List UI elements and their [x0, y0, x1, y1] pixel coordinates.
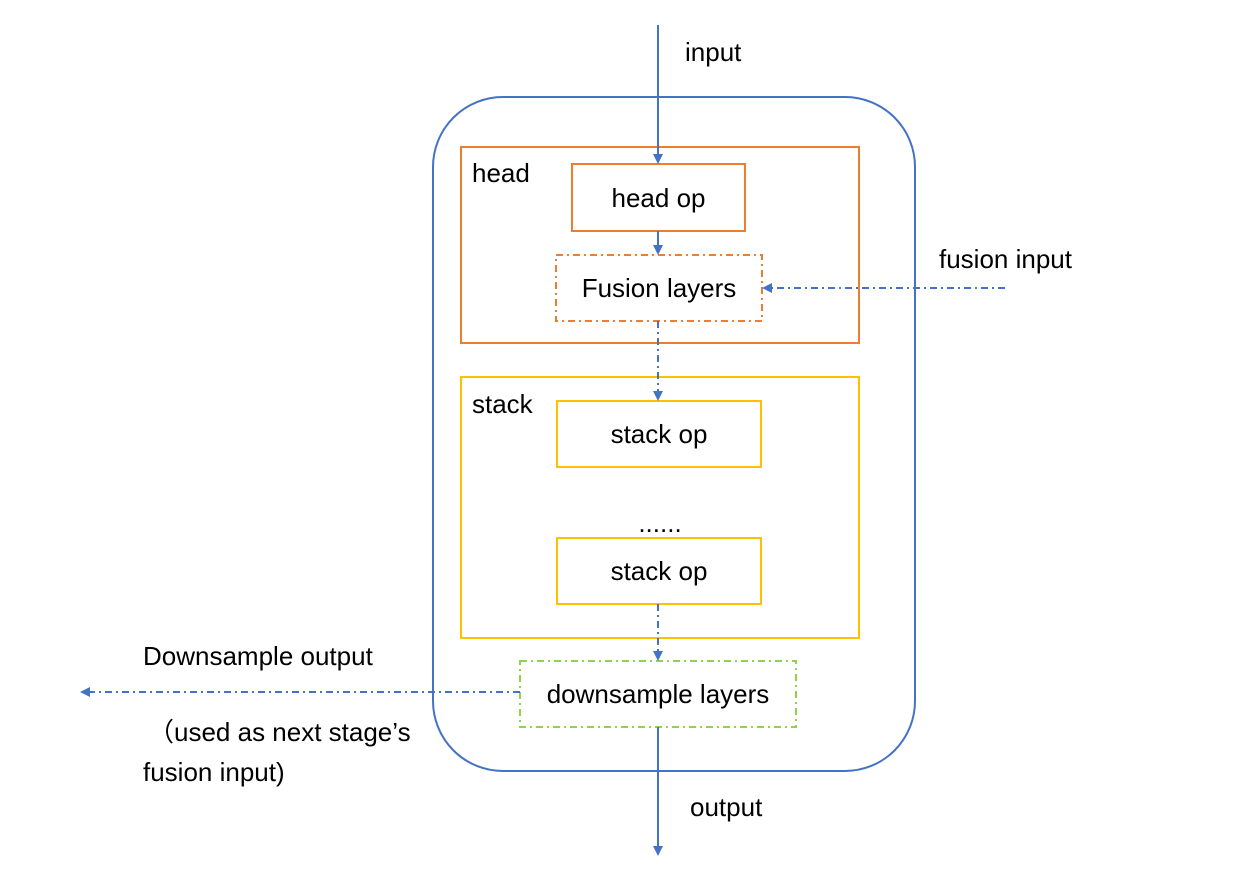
head-group-title: head [472, 158, 530, 188]
downsample-note-line2: fusion input) [143, 757, 285, 787]
stack-op-label-1: stack op [610, 419, 708, 449]
output-label: output [690, 792, 763, 822]
stack-ellipsis: ...... [638, 508, 682, 538]
head-op-label: head op [611, 183, 706, 213]
downsample-output-label: Downsample output [143, 641, 373, 671]
stage-container [432, 96, 916, 772]
fusion-layers-label: Fusion layers [581, 273, 737, 303]
head-group [460, 146, 860, 344]
input-label: input [685, 37, 742, 67]
fusion-input-label: fusion input [939, 244, 1072, 274]
stack-op-box-1 [556, 400, 762, 468]
downsample-note-line1: （used as next stage’s [148, 717, 411, 747]
stack-group-title: stack [472, 389, 533, 419]
stack-op-label-2: stack op [610, 556, 708, 586]
downsample-layers-label: downsample layers [546, 679, 770, 709]
stack-group [460, 376, 860, 639]
